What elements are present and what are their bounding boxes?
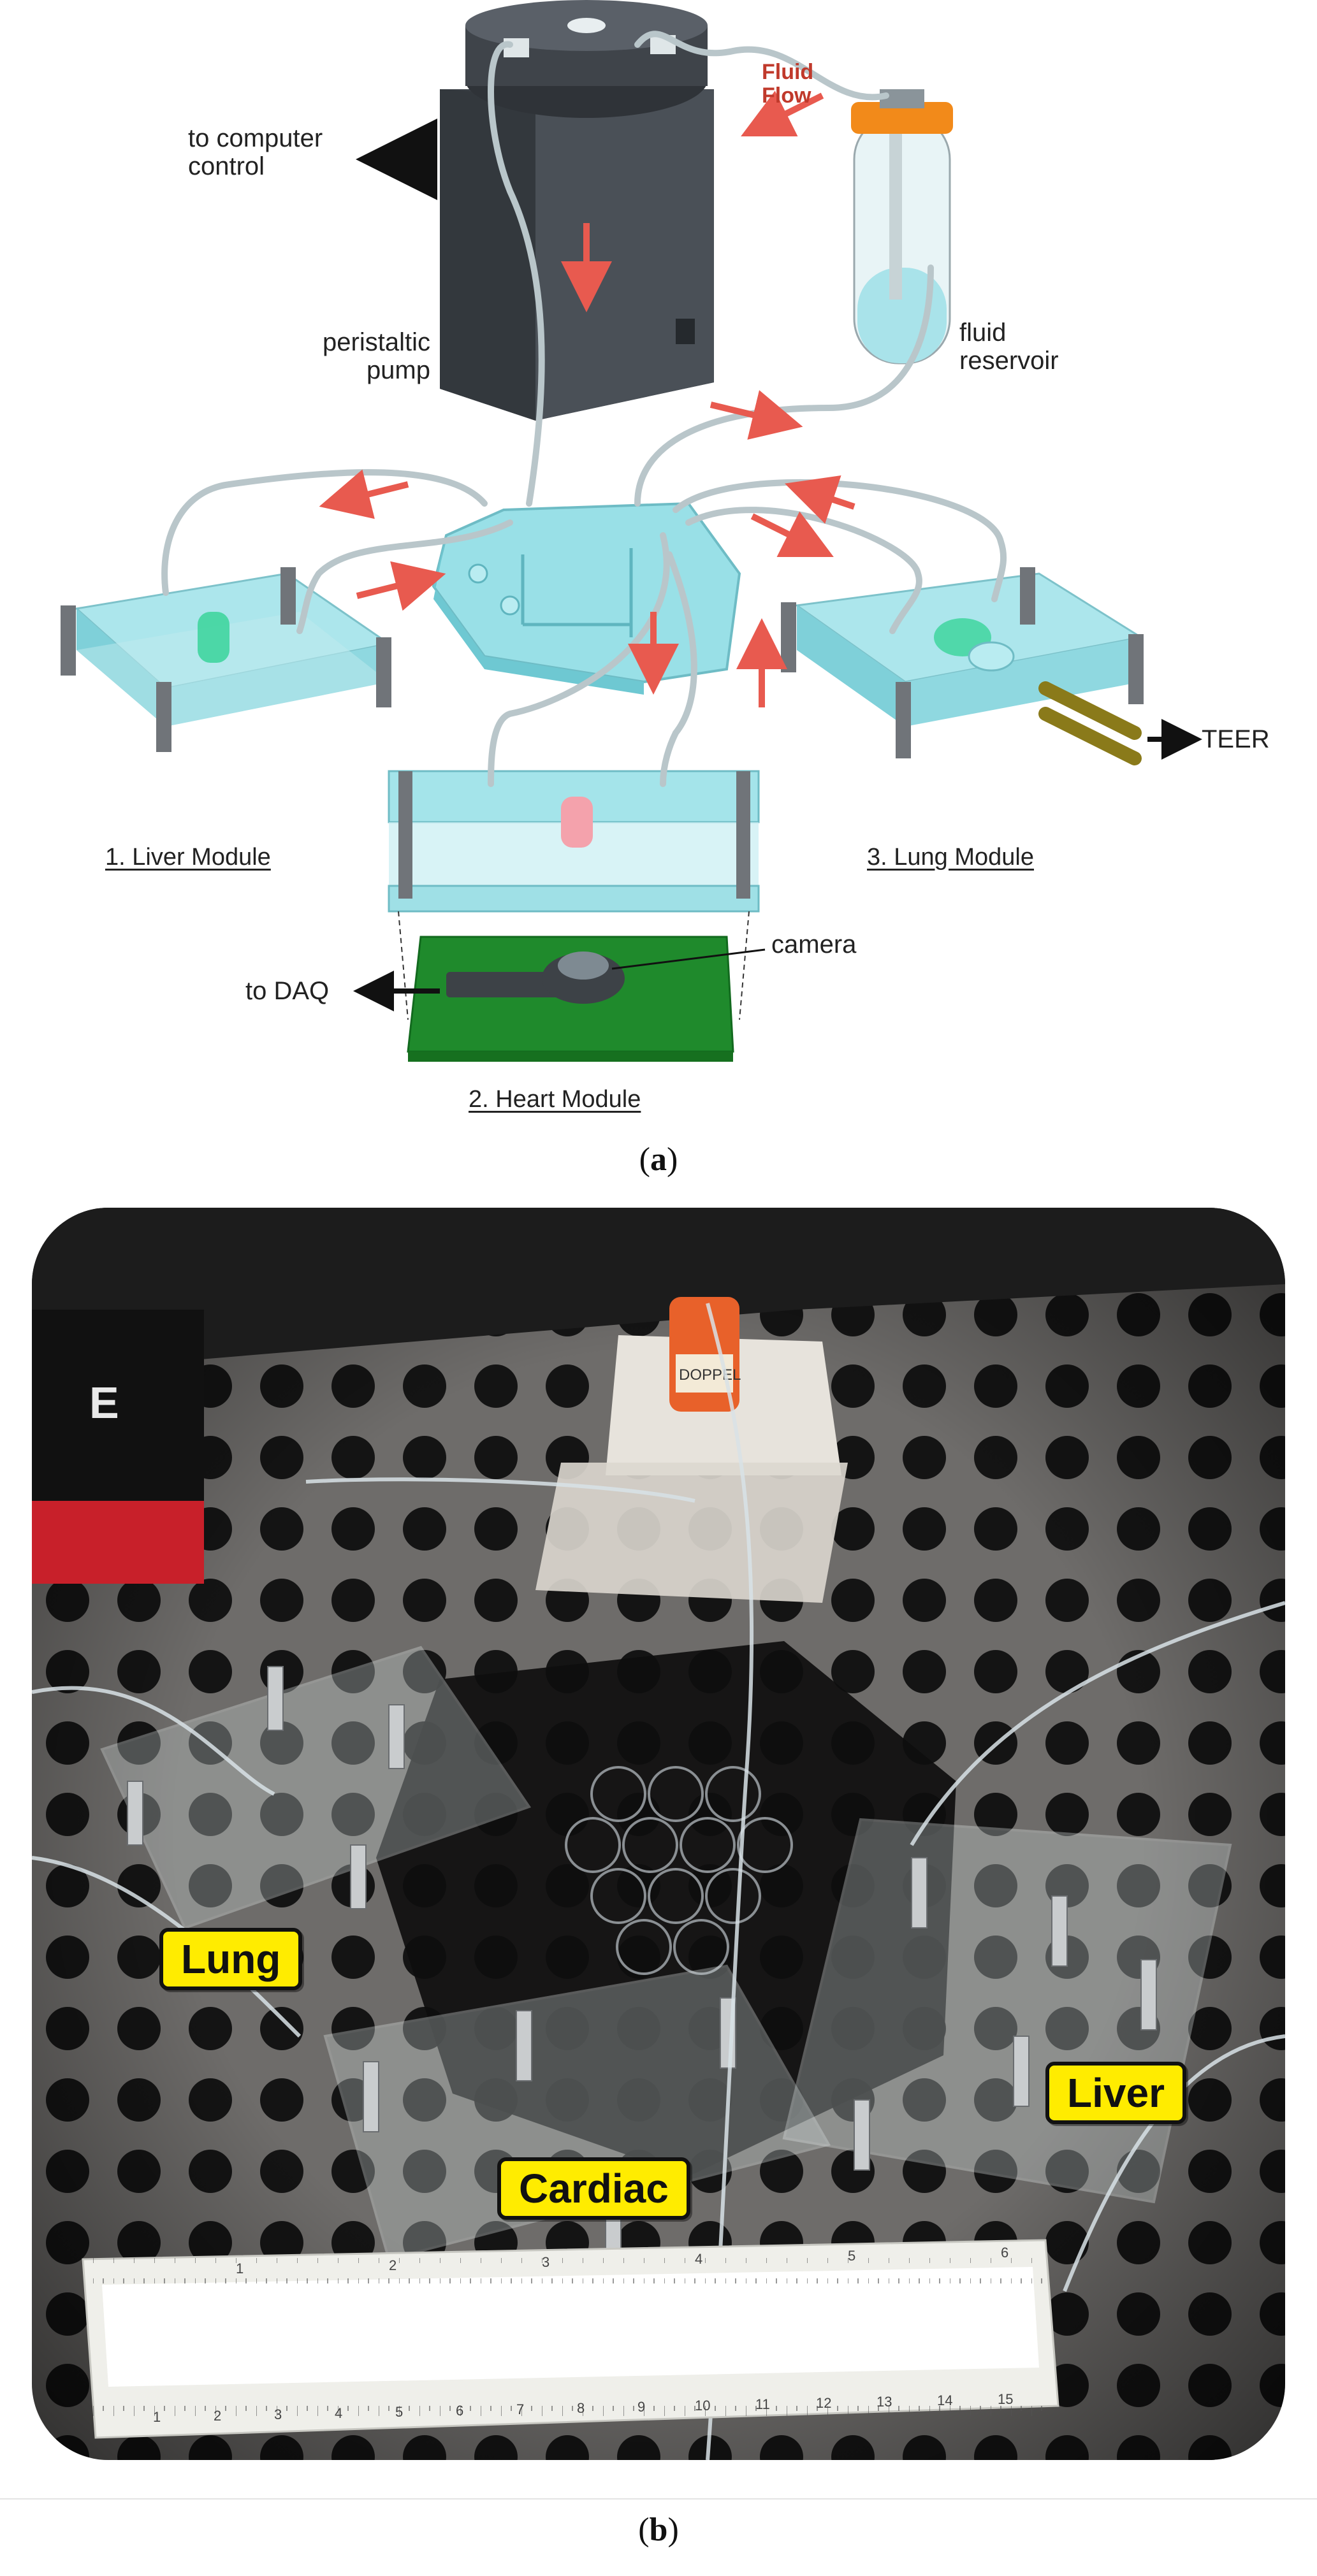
tag-liver: Liver [1045, 2062, 1186, 2124]
ruler-bottom-13: 13 [877, 2394, 892, 2410]
ruler-bottom-1: 1 [153, 2409, 161, 2425]
caption-b: (b) [638, 2512, 679, 2548]
ruler-bottom-7: 7 [516, 2401, 524, 2417]
ruler-bottom-14: 14 [937, 2392, 952, 2408]
ruler-bottom-3: 3 [274, 2406, 282, 2422]
label-to-computer-control: to computer control [188, 124, 323, 180]
label-camera: camera [771, 930, 857, 959]
label-heart-module: 2. Heart Module [469, 1086, 641, 1113]
ruler-bottom-2: 2 [214, 2408, 221, 2424]
ruler-bottom-5: 5 [395, 2404, 403, 2420]
ruler-top-2: 2 [389, 2257, 397, 2273]
ruler-bottom-15: 15 [998, 2391, 1013, 2407]
ruler-top-3: 3 [542, 2254, 549, 2270]
flow-arrows [319, 90, 855, 707]
ruler-bottom-9: 9 [637, 2399, 645, 2415]
lung-module-device [781, 567, 1144, 765]
label-fluid-reservoir: fluid reservoir [959, 319, 1059, 375]
label-lung-module: 3. Lung Module [867, 844, 1034, 871]
vial-label: DOPPEL [679, 1366, 741, 1384]
ruler-bottom-11: 11 [755, 2396, 770, 2412]
ruler-bottom-6: 6 [456, 2403, 463, 2419]
ruler-bottom-8: 8 [577, 2400, 585, 2416]
tubing [161, 31, 1007, 787]
label-liver-module: 1. Liver Module [105, 844, 271, 871]
system-schematic [61, 0, 1202, 1062]
peristaltic-pump [440, 0, 714, 421]
label-to-daq: to DAQ [245, 977, 330, 1005]
photo-scene: E DOPPEL [32, 1208, 1285, 2460]
ruler-top-5: 5 [848, 2248, 855, 2264]
tag-lung: Lung [159, 1928, 303, 1990]
well-plate [565, 1766, 793, 1975]
ruler-top-4: 4 [695, 2251, 702, 2267]
ruler-bottom-12: 12 [816, 2395, 831, 2411]
caption-divider [0, 2498, 1317, 2500]
ruler-top-6: 6 [1001, 2245, 1008, 2261]
ruler-bottom-10: 10 [695, 2398, 710, 2413]
tag-cardiac: Cardiac [497, 2157, 690, 2220]
label-teer: TEER [1202, 725, 1270, 753]
label-peristaltic-pump: peristaltic pump [323, 328, 430, 384]
liver-module-device [61, 567, 391, 752]
ruler-top-1: 1 [236, 2261, 244, 2276]
pointer-arrows [353, 119, 1202, 1011]
device-photograph: E DOPPEL [32, 1208, 1285, 2460]
caption-a: (a) [639, 1141, 678, 1178]
fluid-reservoir [851, 89, 953, 365]
heart-module-device [388, 770, 760, 1062]
ruler-bottom-4: 4 [335, 2405, 342, 2421]
label-fluid-flow: Fluid Flow [762, 60, 814, 108]
unit-label: E [89, 1378, 119, 1428]
